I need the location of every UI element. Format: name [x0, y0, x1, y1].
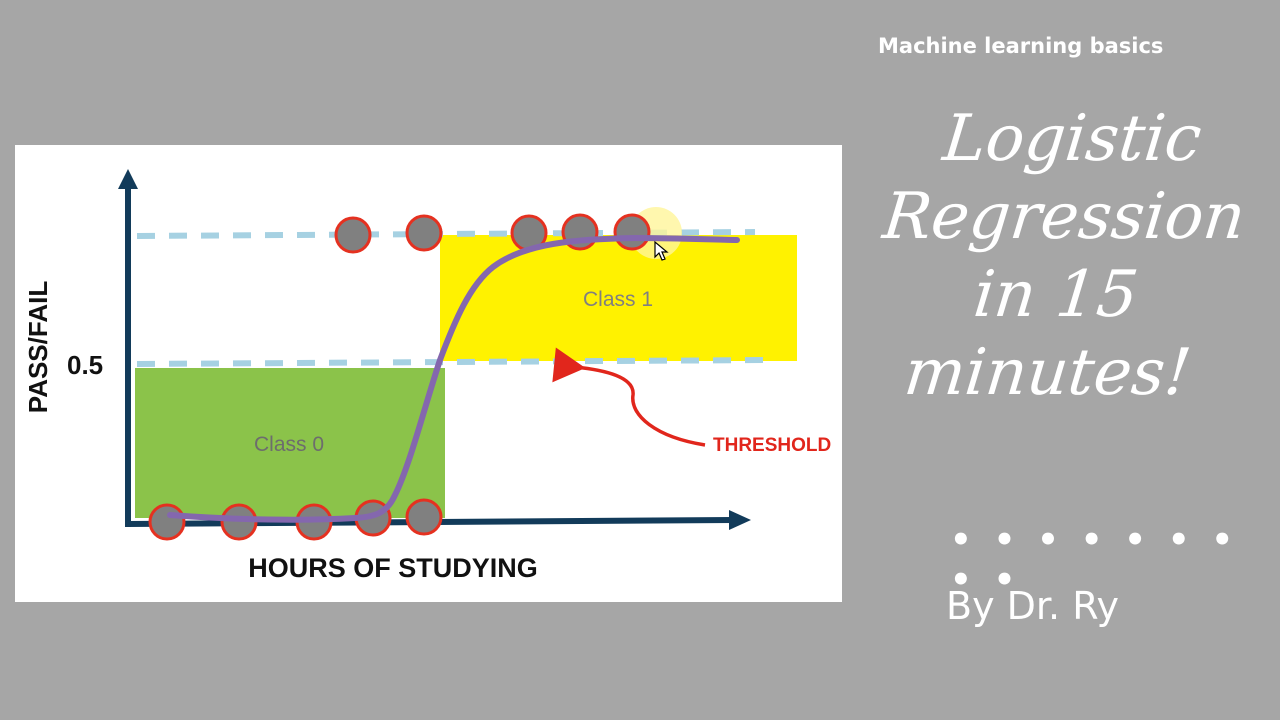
data-point	[334, 216, 372, 254]
sigmoid-curve	[167, 234, 740, 523]
data-point	[405, 498, 443, 536]
class0-label: Class 0	[254, 433, 324, 456]
video-title: Logistic Regression in 15 minutes!	[844, 100, 1277, 412]
threshold-dashed-line	[136, 357, 771, 367]
title-line-4: minutes!	[900, 336, 1195, 410]
data-point	[405, 214, 443, 252]
x-axis-label: HOURS OF STUDYING	[248, 553, 538, 583]
series-subtitle: Machine learning basics	[878, 34, 1164, 58]
threshold-label: THRESHOLD	[713, 435, 831, 456]
author-byline: By Dr. Ry	[946, 584, 1120, 628]
dotted-separator: • • • • • • • • •	[950, 520, 1239, 600]
class1-region	[440, 235, 797, 361]
y-axis-arrowhead	[118, 169, 138, 189]
logistic-diagram: Class 1 Class 0 THRESHOLD 0.5 PASS/FAIL …	[23, 169, 831, 583]
y-axis-label: PASS/FAIL	[23, 281, 53, 414]
logistic-diagram-panel: Class 1 Class 0 THRESHOLD 0.5 PASS/FAIL …	[15, 145, 842, 602]
mouse-cursor-icon	[654, 240, 669, 261]
data-point	[613, 213, 651, 251]
class1-label: Class 1	[583, 288, 653, 311]
title-line-2: Regression	[879, 180, 1249, 254]
tick-label-0-5: 0.5	[67, 350, 103, 380]
title-line-3: in 15	[970, 258, 1142, 332]
title-line-1: Logistic	[939, 102, 1205, 176]
threshold-arrow	[552, 347, 706, 447]
data-point	[148, 503, 186, 541]
x-axis-arrowhead	[729, 510, 751, 530]
